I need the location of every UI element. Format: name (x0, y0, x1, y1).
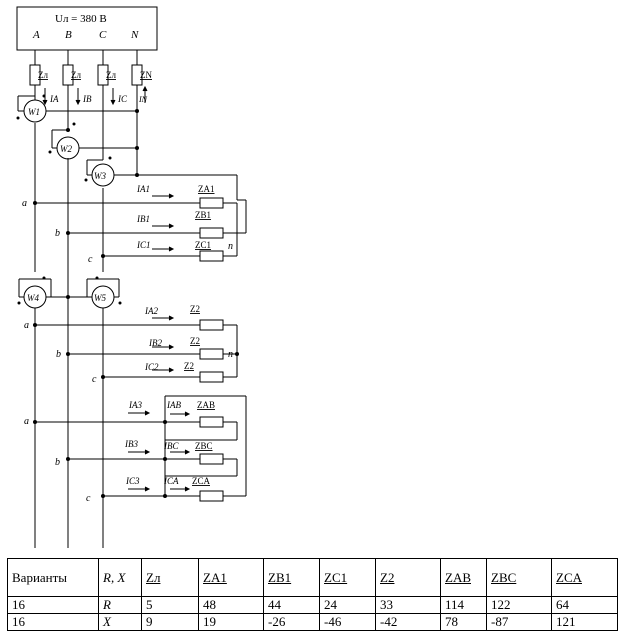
cell: 19 (198, 613, 264, 631)
cell: 114 (440, 596, 487, 614)
source-voltage-label: Uл = 380 В (55, 13, 107, 25)
iab-label: IAB (166, 400, 181, 410)
cell: 33 (375, 596, 441, 614)
header-zc1: ZC1 (319, 558, 376, 597)
cell: 9 (141, 613, 199, 631)
zb1-label: ZB1 (195, 210, 211, 220)
header-zb1: ZB1 (263, 558, 320, 597)
node-c-3: c (86, 493, 91, 504)
zca-label: ZCA (192, 476, 211, 486)
header-zca: ZCA (551, 558, 618, 597)
z2-label-b: Z2 (190, 336, 200, 346)
phase-b-label: B (65, 29, 72, 41)
node-a-2: a (24, 320, 29, 331)
cell: 64 (551, 596, 618, 614)
ia2-label: IA2 (144, 306, 158, 316)
cell: -87 (486, 613, 552, 631)
ib-label: IB (82, 94, 92, 104)
junction-dots (16, 94, 239, 498)
header-za1: ZA1 (198, 558, 264, 597)
ib3-label: IB3 (124, 439, 138, 449)
phase-c-label: C (99, 29, 107, 41)
node-b-1: b (55, 228, 60, 239)
node-c-1: c (88, 254, 93, 265)
impedance-z2-a (199, 319, 224, 331)
cell: 44 (263, 596, 320, 614)
impedance-zca (199, 490, 224, 502)
impedance-zbc (199, 453, 224, 465)
cell: R (98, 596, 142, 614)
node-b-3: b (55, 457, 60, 468)
header-z2: Z2 (375, 558, 441, 597)
in-label: IN (138, 95, 148, 104)
phase-a-label: A (32, 29, 40, 41)
header-zab: ZAB (440, 558, 487, 597)
cell: 24 (319, 596, 376, 614)
impedance-zc1 (199, 250, 224, 262)
ia-label: IA (49, 94, 59, 104)
w2-label: W2 (60, 144, 72, 154)
w4-label: W4 (27, 293, 39, 303)
impedance-za1 (199, 197, 224, 209)
cell: 122 (486, 596, 552, 614)
variants-table: Варианты R, X Zл ZA1 ZB1 ZC1 Z2 ZAB ZBC … (7, 558, 618, 631)
w1-label: W1 (28, 107, 40, 117)
current-arrows (42, 85, 191, 492)
phase-n-label: N (130, 29, 139, 41)
cell: 121 (551, 613, 618, 631)
zl-label-a: Zл (38, 70, 48, 80)
node-a-1: a (22, 198, 27, 209)
node-a-3: a (24, 416, 29, 427)
source-box (16, 6, 158, 51)
cell: -42 (375, 613, 441, 631)
zn-label: ZN (140, 70, 152, 80)
cell: 16 (7, 613, 99, 631)
ic1-label: IC1 (136, 240, 151, 250)
node-n-2: n (228, 349, 233, 360)
cell: 78 (440, 613, 487, 631)
zab-label: ZAB (197, 400, 215, 410)
ib1-label: IB1 (136, 214, 150, 224)
zl-label-b: Zл (71, 70, 81, 80)
cell: X (98, 613, 142, 631)
w3-label: W3 (94, 171, 106, 181)
ibc-label: IBC (163, 441, 179, 451)
impedance-z2-c (199, 371, 224, 383)
ib2-label: IB2 (148, 338, 162, 348)
header-rx: R, X (98, 558, 142, 597)
cell: 5 (141, 596, 199, 614)
z2-label-c: Z2 (184, 361, 194, 371)
impedance-zb1 (199, 227, 224, 239)
cell: 48 (198, 596, 264, 614)
cell: -26 (263, 613, 320, 631)
ic2-label: IC2 (144, 362, 159, 372)
ic3-label: IC3 (125, 476, 140, 486)
zbc-label: ZBC (195, 441, 213, 451)
zl-label-c: Zл (106, 70, 116, 80)
node-b-2: b (56, 349, 61, 360)
impedance-z2-b (199, 348, 224, 360)
header-zbc: ZBC (486, 558, 552, 597)
w5-label: W5 (94, 293, 106, 303)
node-n-1: n (228, 241, 233, 252)
table-row: 16 X 9 19 -26 -46 -42 78 -87 121 (7, 613, 618, 631)
ia1-label: IA1 (136, 184, 150, 194)
ic-label: IC (117, 94, 128, 104)
table-header-row: Варианты R, X Zл ZA1 ZB1 ZC1 Z2 ZAB ZBC … (7, 558, 618, 597)
cell: 16 (7, 596, 99, 614)
cell: -46 (319, 613, 376, 631)
impedance-zab (199, 416, 224, 428)
header-variant: Варианты (7, 558, 99, 597)
table-row: 16 R 5 48 44 24 33 114 122 64 (7, 596, 618, 614)
zc1-label: ZC1 (195, 240, 211, 250)
node-c-2: c (92, 374, 97, 385)
circuit-diagram: Uл = 380 В A B C N Zл Zл Zл ZN IA IB IC … (16, 6, 247, 548)
ia3-label: IA3 (128, 400, 142, 410)
z2-label-a: Z2 (190, 304, 200, 314)
header-zl: Zл (141, 558, 199, 597)
ica-label: ICA (163, 476, 179, 486)
za1-label: ZA1 (198, 184, 215, 194)
